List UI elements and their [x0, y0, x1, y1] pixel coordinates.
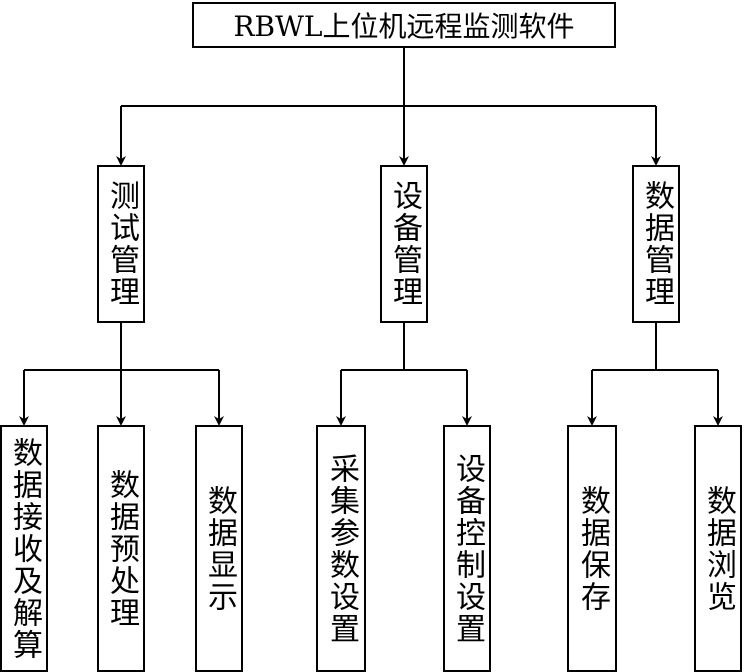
module-label: 设备管理	[387, 180, 422, 308]
leaf-label: 数据接收及解算	[7, 436, 42, 661]
leaf-label: 设备控制设置	[450, 452, 485, 645]
leaf-device-control: 设备控制设置	[443, 425, 491, 672]
root-node: RBWL上位机远程监测软件	[192, 2, 616, 48]
module-test-management: 测试管理	[97, 165, 145, 323]
leaf-label: 数据显示	[202, 484, 237, 613]
leaf-data-display: 数据显示	[195, 425, 243, 672]
module-label: 测试管理	[104, 180, 139, 308]
module-label: 数据管理	[639, 180, 674, 308]
leaf-label: 数据预处理	[104, 468, 139, 629]
leaf-data-receive-solve: 数据接收及解算	[0, 425, 48, 672]
leaf-data-save: 数据保存	[567, 425, 617, 672]
module-device-management: 设备管理	[380, 165, 428, 323]
root-label: RBWL上位机远程监测软件	[233, 10, 575, 43]
leaf-data-preprocess: 数据预处理	[97, 425, 145, 672]
leaf-label: 数据浏览	[701, 484, 736, 613]
leaf-acquisition-params: 采集参数设置	[316, 425, 366, 672]
leaf-label: 采集参数设置	[324, 452, 359, 645]
module-data-management: 数据管理	[632, 165, 680, 323]
leaf-label: 数据保存	[575, 484, 610, 613]
leaf-data-browse: 数据浏览	[694, 425, 742, 672]
